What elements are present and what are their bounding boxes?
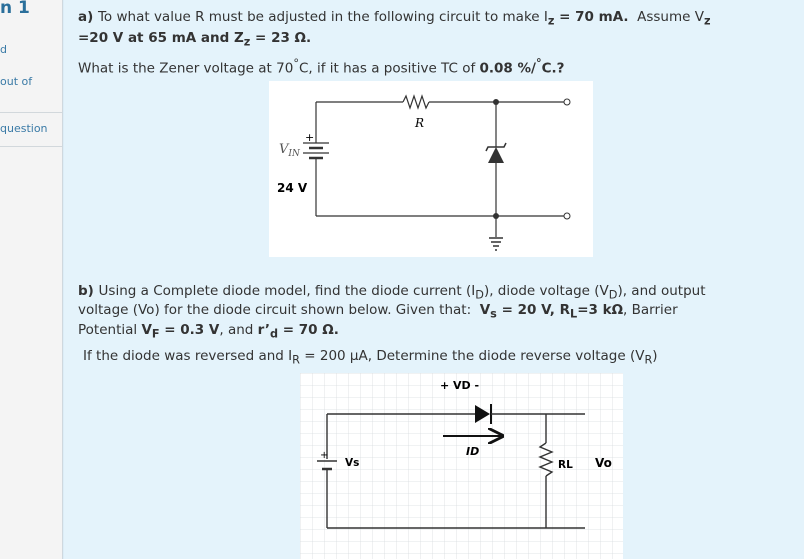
sidebar-status: d <box>0 43 7 56</box>
source-plus-sign: + <box>320 450 328 461</box>
part-b-line-1: b) Using a Complete diode model, find th… <box>78 283 706 302</box>
rl-label: RL <box>558 459 573 471</box>
part-a-line-1: a) To what value R must be adjusted in t… <box>78 9 711 28</box>
flag-question-link[interactable]: question <box>0 122 48 135</box>
part-b-line-4: If the diode was reversed and IR = 200 μ… <box>83 348 658 367</box>
sidebar-divider-2 <box>0 146 62 147</box>
resistor-label: R <box>414 116 424 130</box>
part-b-line-3: Potential VF = 0.3 V, and r’d = 70 Ω. <box>78 322 339 341</box>
vs-label: Vs <box>345 457 359 469</box>
battery-plus-sign: + <box>305 131 314 144</box>
diode-circuit-figure: + VD - ID + Vs RL Vo <box>300 373 623 559</box>
part-a-line-2: =20 V at 65 mA and Zz = 23 Ω. <box>78 30 312 49</box>
question-sidebar: n 1 d out of question <box>0 0 63 559</box>
part-b-line-2: voltage (Vo) for the diode circuit shown… <box>78 302 678 321</box>
sidebar-divider <box>0 112 62 113</box>
id-label: ID <box>466 445 479 458</box>
question-number: n 1 <box>0 0 30 18</box>
sidebar-points: out of <box>0 75 33 88</box>
supply-voltage-label: 24 V <box>277 181 308 195</box>
vo-label: Vo <box>595 456 612 470</box>
part-a-line-3: What is the Zener voltage at 70°C, if it… <box>78 57 565 77</box>
question-content: a) To what value R must be adjusted in t… <box>64 0 804 559</box>
vd-label: + VD - <box>440 379 479 392</box>
vin-label: VIN <box>279 142 301 159</box>
zener-circuit-figure: R + VIN 24 V <box>269 81 593 257</box>
